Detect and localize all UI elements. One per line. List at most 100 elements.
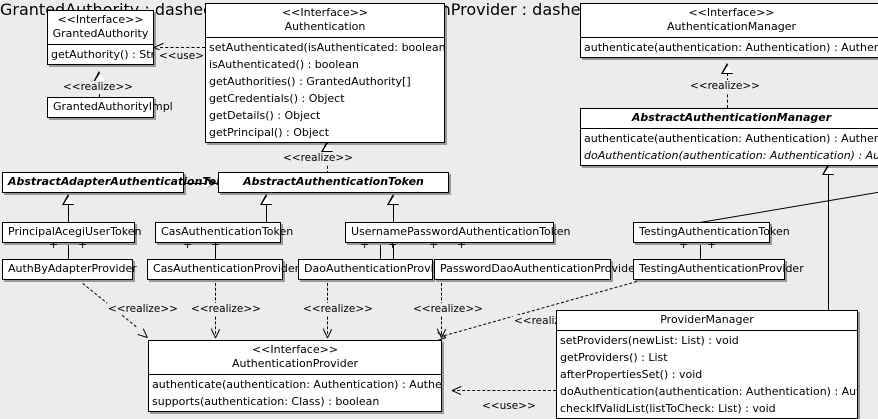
class-name-testingauthenticationprovider: TestingAuthenticationProvider <box>639 262 804 275</box>
generalization-triangle-abstractauthtoken-cas <box>260 194 273 205</box>
operation-checkifvalidlist: checkIfValidList(listToCheck: List) : vo… <box>560 402 776 416</box>
operation-afterpropertiesset: afterPropertiesSet() : void <box>560 368 703 382</box>
class-box-authentication[interactable]: <<Interface>> Authentication setAuthenti… <box>205 3 445 144</box>
label-realize-grantedauthorityimpl: <<realize>> <box>62 81 134 93</box>
class-header-testingauthenticationtoken: TestingAuthenticationToken <box>634 223 790 242</box>
stereotype-authentication: <<Interface>> <box>281 6 369 19</box>
class-name-authentication: Authentication <box>284 20 366 34</box>
stereotype-authenticationprovider: <<Interface>> <box>251 343 339 356</box>
label-use-grantedauthority: <<use>> <box>158 50 214 62</box>
stereotype-authenticationmanager: <<Interface>> <box>688 6 775 19</box>
class-box-testingauthenticationtoken[interactable]: TestingAuthenticationToken <box>633 222 790 244</box>
class-box-authbyadapterprovider[interactable]: AuthByAdapterProvider <box>2 259 137 281</box>
generalization-triangle-abstractauthtoken-left <box>205 177 216 190</box>
class-header-grantedauthorityimpl: GrantedAuthorityImpl <box>48 98 173 117</box>
class-name-abstractadapterauthenticationtoken: AbstractAdapterAuthenticationToken <box>8 175 239 188</box>
class-header-usernamepasswordauthenticationtoken: UsernamePasswordAuthenticationToken <box>346 223 571 242</box>
stereotype-grantedauthority: <<Interface>> <box>57 13 144 26</box>
class-header-casauthenticationprovider: CasAuthenticationProvider <box>148 260 299 279</box>
class-box-authenticationmanager[interactable]: <<Interface>> AuthenticationManager auth… <box>580 3 878 59</box>
generalization-line-principalacegiusertoken <box>68 205 69 222</box>
class-header-daoauthenticationprovider: DaoAuthenticationProvider <box>299 260 452 279</box>
association-line-upw-passworddaoprovider <box>393 245 394 259</box>
operation-getproviders: getProviders() : List <box>560 351 668 365</box>
class-operations-authenticationprovider: authenticate(authentication: Authenticat… <box>149 374 441 411</box>
association-plus-8: + <box>457 238 467 251</box>
operation-getprincipal: getPrincipal() : Object <box>209 126 330 140</box>
association-plus-2: + <box>78 238 88 251</box>
class-box-principalacegiusertoken[interactable]: PrincipalAcegiUserToken <box>2 222 142 244</box>
label-realize-abstractauthmanager: <<realize>> <box>689 80 761 92</box>
association-line-principal-authbyadapter <box>68 245 69 259</box>
generalization-line-testingauthtoken <box>700 179 878 223</box>
class-box-daoauthenticationprovider[interactable]: DaoAuthenticationProvider <box>298 259 452 281</box>
class-box-providermanager[interactable]: ProviderManager setProviders(newList: Li… <box>556 310 858 419</box>
class-header-providermanager: ProviderManager <box>557 311 857 330</box>
class-box-abstractadapterauthenticationtoken[interactable]: AbstractAdapterAuthenticationToken <box>2 172 239 194</box>
class-box-grantedauthorityimpl[interactable]: GrantedAuthorityImpl <box>47 97 173 119</box>
generalization-line-providermanager <box>828 175 829 310</box>
class-header-testingauthenticationprovider: TestingAuthenticationProvider <box>634 260 804 279</box>
operation-getcredentials: getCredentials() : Object <box>209 92 345 106</box>
class-name-grantedauthorityimpl: GrantedAuthorityImpl <box>53 100 173 113</box>
class-box-usernamepasswordauthenticationtoken[interactable]: UsernamePasswordAuthenticationToken <box>345 222 571 244</box>
association-plus-5: + <box>360 238 370 251</box>
class-box-grantedauthority[interactable]: <<Interface>> GrantedAuthority getAuthor… <box>47 10 154 66</box>
class-box-passworddaoauthenticationprovider[interactable]: PasswordDaoAuthenticationProvider <box>434 259 640 281</box>
generalization-triangle-abstractadaptertoken <box>62 194 75 205</box>
class-name-grantedauthority: GrantedAuthority <box>52 27 149 41</box>
class-box-abstractauthenticationmanager[interactable]: AbstractAuthenticationManager authentica… <box>580 108 878 167</box>
operation-setauthenticated: setAuthenticated(isAuthenticated: boolea… <box>209 41 444 55</box>
class-header-grantedauthority: <<Interface>> GrantedAuthority <box>48 11 153 44</box>
class-name-testingauthenticationtoken: TestingAuthenticationToken <box>639 225 790 238</box>
class-header-abstractauthenticationtoken: AbstractAuthenticationToken <box>219 173 448 192</box>
association-line-testing-testingprovider <box>700 245 701 259</box>
class-name-principalacegiusertoken: PrincipalAcegiUserToken <box>8 225 142 238</box>
class-operations-providermanager: setProviders(newList: List) : void getPr… <box>557 330 857 418</box>
class-header-abstractauthenticationmanager: AbstractAuthenticationManager <box>581 109 878 128</box>
use-line-providermanager-authenticationprovider <box>452 390 556 391</box>
label-realize-casauthenticationprovider: <<realize>> <box>190 303 262 315</box>
operation-doauthentication-providermanager: doAuthentication(authentication: Authent… <box>560 385 857 399</box>
class-box-abstractauthenticationtoken[interactable]: AbstractAuthenticationToken <box>218 172 449 194</box>
class-header-passworddaoauthenticationprovider: PasswordDaoAuthenticationProvider <box>435 260 640 279</box>
generalization-line-usernamepasswordtoken <box>393 205 394 222</box>
operation-setproviders: setProviders(newList: List) : void <box>560 334 739 348</box>
realize-triangle-authentication <box>321 141 334 152</box>
class-name-casauthenticationtoken: CasAuthenticationToken <box>161 225 294 238</box>
label-realize-passworddaoauthenticationprovider: <<realize>> <box>412 303 484 315</box>
operation-supports-provider: supports(authentication: Class) : boolea… <box>152 395 380 409</box>
class-header-authenticationprovider: <<Interface>> AuthenticationProvider <box>149 341 441 374</box>
class-header-principalacegiusertoken: PrincipalAcegiUserToken <box>3 223 142 242</box>
class-operations-grantedauthority: getAuthority() : String <box>48 44 153 64</box>
operation-authenticate-manager: authenticate(authentication: Authenticat… <box>584 41 878 55</box>
label-use-providermanager: <<use>> <box>481 400 537 412</box>
class-box-casauthenticationprovider[interactable]: CasAuthenticationProvider <box>147 259 299 281</box>
class-name-authbyadapterprovider: AuthByAdapterProvider <box>8 262 137 275</box>
class-header-authbyadapterprovider: AuthByAdapterProvider <box>3 260 137 279</box>
generalization-line-abstractadaptertoken <box>183 183 218 184</box>
association-line-cas-casprovider <box>215 245 216 259</box>
association-plus-9: + <box>679 238 689 251</box>
generalization-line-casauthtoken <box>266 205 267 222</box>
label-realize-daoauthenticationprovider: <<realize>> <box>302 303 374 315</box>
association-plus-7: + <box>429 238 439 251</box>
class-box-casauthenticationtoken[interactable]: CasAuthenticationToken <box>155 222 294 244</box>
operation-authenticate-provider: authenticate(authentication: Authenticat… <box>152 378 441 392</box>
class-name-passworddaoauthenticationprovider: PasswordDaoAuthenticationProvider <box>440 262 640 275</box>
association-line-upw-daoprovider <box>380 245 381 259</box>
realize-triangle-authenticationmanager <box>721 63 734 74</box>
label-realize-abstractauthtoken: <<realize>> <box>282 152 354 164</box>
class-box-testingauthenticationprovider[interactable]: TestingAuthenticationProvider <box>633 259 804 281</box>
label-realize-authbyadapterprovider: <<realize>> <box>107 303 179 315</box>
operation-doauthentication-abstractmanager: doAuthentication(authentication: Authent… <box>584 149 878 163</box>
operation-getdetails: getDetails() : Object <box>209 109 321 123</box>
class-name-providermanager: ProviderManager <box>660 313 754 326</box>
class-name-abstractauthenticationmanager: AbstractAuthenticationManager <box>631 111 832 124</box>
class-box-authenticationprovider[interactable]: <<Interface>> AuthenticationProvider aut… <box>148 340 442 413</box>
class-header-authentication: <<Interface>> Authentication <box>206 4 444 37</box>
association-plus-4: + <box>211 238 221 251</box>
operation-isauthenticated: isAuthenticated() : boolean <box>209 58 359 72</box>
generalization-triangle-abstractauthmanager <box>822 164 835 175</box>
